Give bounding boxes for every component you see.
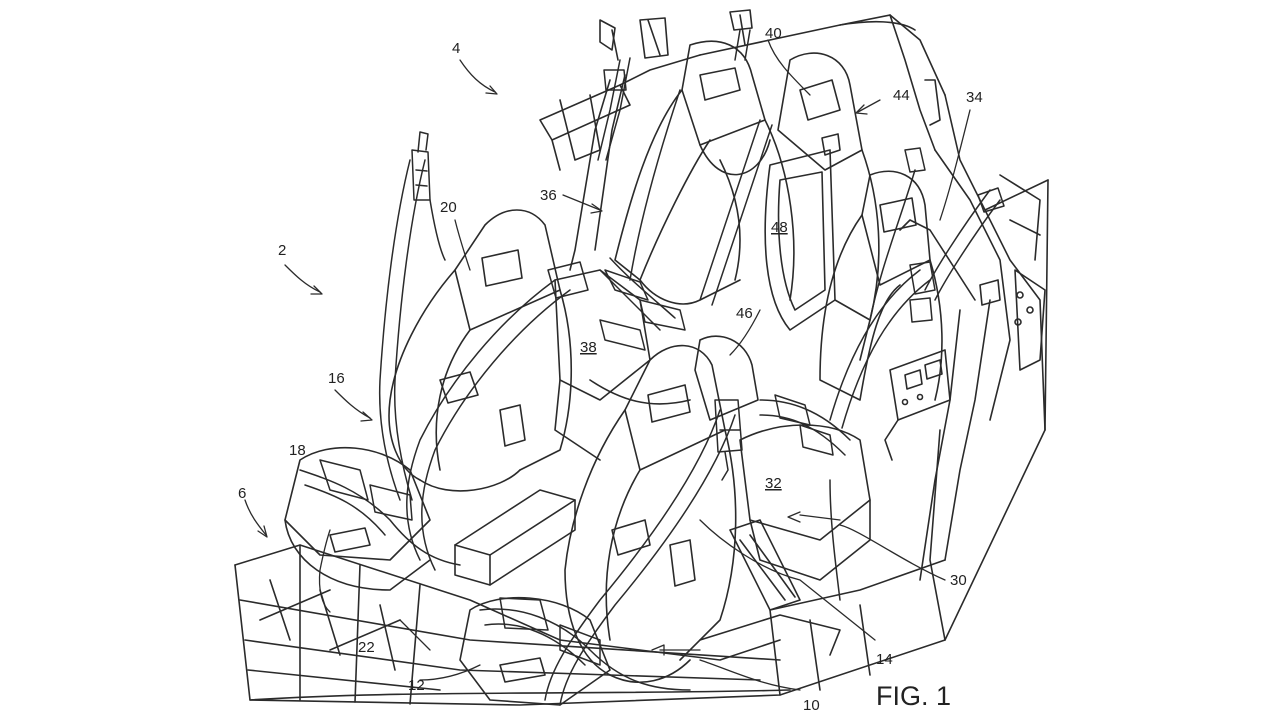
ref-16: 16 <box>328 370 345 387</box>
ref-38: 38 <box>580 339 597 356</box>
ref-20: 20 <box>440 199 457 216</box>
ref-22: 22 <box>358 639 375 656</box>
right-seat <box>819 170 951 461</box>
ref-14: 14 <box>876 651 893 668</box>
ref-30: 30 <box>950 572 967 589</box>
left-front-seat <box>388 209 572 492</box>
ref-6: 6 <box>238 485 246 502</box>
figure-caption: FIG. 1 <box>876 681 951 711</box>
ref-32: 32 <box>765 475 782 492</box>
chassis-frame <box>234 179 1049 706</box>
ref-40: 40 <box>765 25 782 42</box>
front-lower-seat <box>459 596 611 706</box>
ref-18: 18 <box>289 442 306 459</box>
ref-34: 34 <box>966 89 983 106</box>
ref-48: 48 <box>771 219 788 236</box>
ref-4: 4 <box>452 40 460 57</box>
reference-numerals: 2 4 6 10 12 14 16 18 20 22 30 32 34 36 3… <box>238 25 983 714</box>
ref-46: 46 <box>736 305 753 322</box>
seat-harnesses <box>299 29 1005 706</box>
center-seat <box>554 269 759 461</box>
ref-36: 36 <box>540 187 557 204</box>
left-lower-seat <box>284 446 431 591</box>
ref-10: 10 <box>803 697 820 714</box>
roll-cage <box>539 9 1049 581</box>
ref-2: 2 <box>278 242 286 259</box>
ref-12: 12 <box>408 677 425 694</box>
front-center-seat <box>564 344 737 683</box>
ref-44: 44 <box>893 87 910 104</box>
rear-right-seat <box>764 52 880 361</box>
right-lower-seat <box>729 424 871 611</box>
center-armrest <box>454 489 576 586</box>
leader-lines <box>244 39 971 691</box>
